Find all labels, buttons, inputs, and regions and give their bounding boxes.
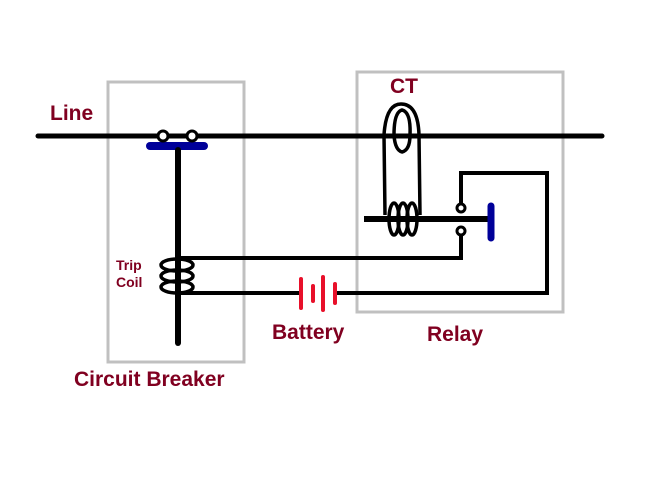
label-circuit-breaker: Circuit Breaker (74, 368, 225, 391)
breaker-contact-left (156, 129, 170, 143)
label-ct: CT (390, 75, 418, 98)
label-battery: Battery (272, 321, 345, 344)
label-coil: Coil (116, 274, 142, 290)
circuit-breaker-box (106, 80, 246, 364)
wire-trip-coil-to-relay-contact (180, 236, 463, 260)
trip-coil (159, 257, 195, 295)
battery-symbol (299, 275, 337, 312)
ct-core (382, 102, 422, 216)
wire-battery-to-relay (335, 171, 549, 295)
breaker-contact-bar (146, 142, 208, 150)
breaker-contact-right (185, 129, 199, 143)
label-line: Line (50, 102, 93, 125)
relay-contact-upper (455, 202, 467, 214)
label-trip: Trip (116, 257, 142, 273)
relay-contact-lower (455, 225, 467, 237)
relay-box (355, 70, 565, 314)
label-relay: Relay (427, 323, 483, 346)
